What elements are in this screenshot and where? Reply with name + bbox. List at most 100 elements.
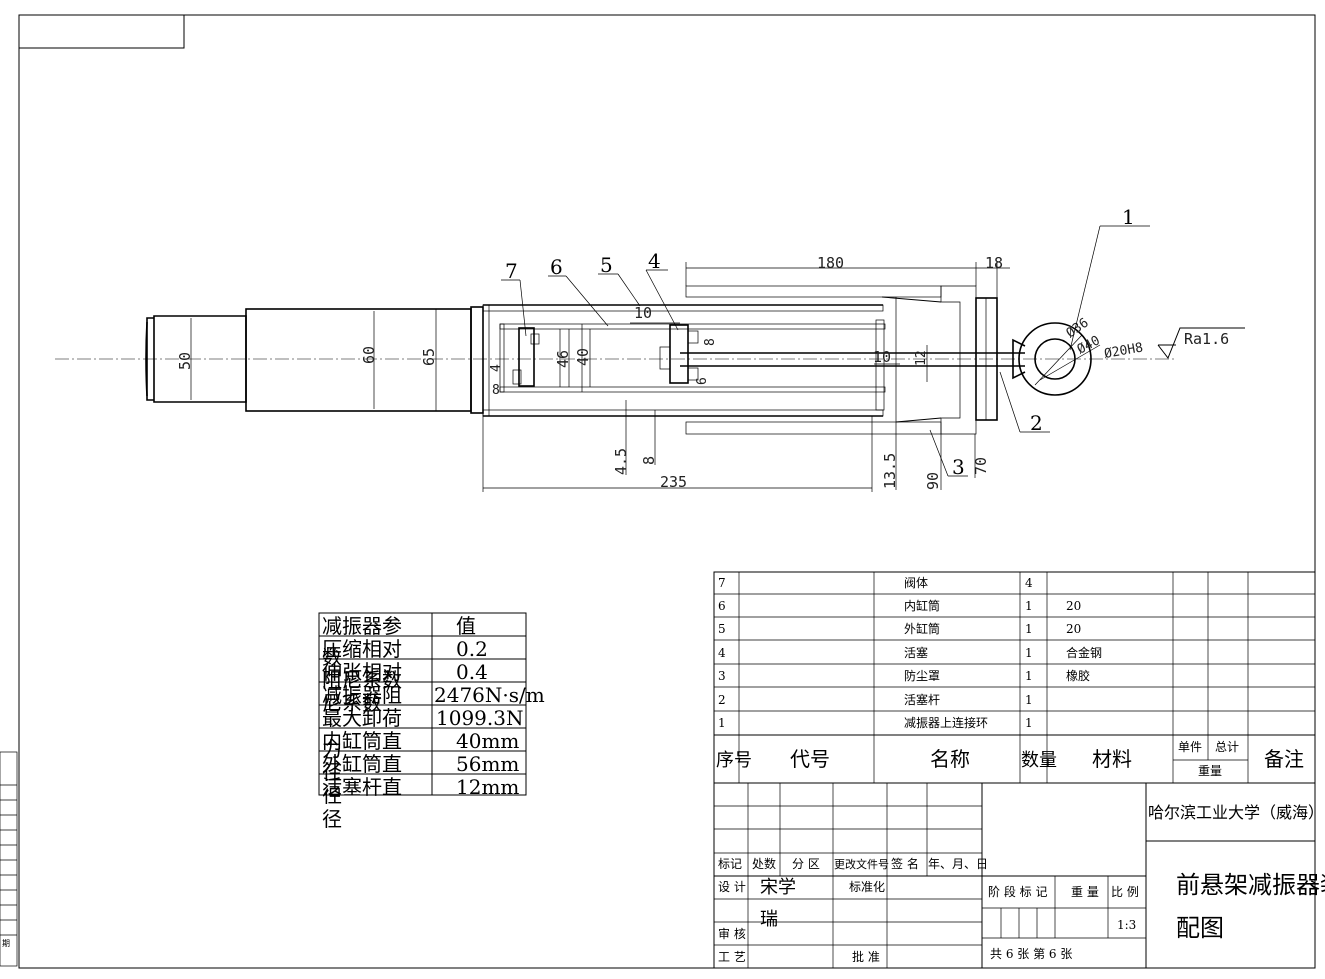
param-value-2: 2476N·s/m (434, 683, 545, 707)
bom-name-3: 活塞 (904, 645, 928, 660)
dim-10b: 10 (873, 348, 891, 366)
tb-design: 设 计 (718, 880, 746, 894)
bom-no-2: 5 (718, 622, 726, 636)
tb-sheets: 共 6 张 第 6 张 (990, 947, 1072, 961)
param-overflow-5: 径 (322, 783, 342, 807)
left-mount (145, 306, 484, 414)
part-labels: 1 2 3 4 5 6 7 (505, 205, 1135, 479)
dim-dia40: Ø40 (1075, 333, 1103, 357)
label-6: 6 (550, 255, 563, 279)
dim-4-5: 4.5 (612, 448, 630, 475)
tb-docno: 更改文件号 (834, 857, 889, 871)
dim-8b: 8 (492, 383, 500, 398)
dim-90: 90 (924, 472, 942, 490)
dust-cover (685, 285, 977, 435)
bom-header-weight: 重量 (1198, 764, 1222, 778)
bom-name-2: 外缸筒 (904, 621, 940, 636)
tb-school: 哈尔滨工业大学（威海） (1148, 803, 1324, 822)
sheet-border (18, 14, 1316, 969)
tb-std: 标准化 (849, 880, 885, 894)
bom-no-6: 1 (718, 716, 726, 730)
left-strip: 期 (0, 751, 18, 967)
outer-cylinder (482, 304, 884, 417)
dim-50: 50 (176, 352, 194, 370)
bom-name-1: 内缸筒 (904, 598, 940, 613)
title-block: 标记 处数 分 区 更改文件号 签 名 年、月、日 设 计 宋学 瑞 标准化 审… (713, 782, 1325, 969)
dimension-lines (482, 262, 1010, 492)
tb-designer-2: 瑞 (760, 909, 778, 930)
bom-header-no: 序号 (716, 750, 752, 771)
dim-dia20: Ø20H8 (1103, 340, 1144, 362)
left-strip-text: 期 (2, 939, 10, 948)
param-name-5: 外缸筒直 (322, 752, 402, 776)
bom-qty-2: 1 (1025, 622, 1033, 636)
param-name-0: 压缩相对 (322, 637, 402, 661)
param-overflow-0: 数 (322, 645, 342, 669)
param-header-name: 减振器参 (322, 614, 402, 638)
tb-approve: 批 准 (852, 949, 880, 964)
dim-18: 18 (985, 254, 1003, 272)
bom-mat-4: 橡胶 (1066, 668, 1090, 683)
bom-header-code: 代号 (790, 747, 830, 771)
bom-name-6: 减振器上连接环 (904, 715, 988, 730)
corner-box (18, 14, 185, 49)
tb-scale-label: 比 例 (1111, 885, 1139, 899)
bom-qty-1: 1 (1025, 599, 1033, 613)
dim-180: 180 (817, 254, 844, 272)
bom-header-unit: 单件 (1178, 740, 1202, 754)
bom-header-material: 材料 (1092, 747, 1132, 771)
piston-rod (680, 352, 1025, 367)
param-value-6: 12mm (456, 775, 519, 799)
param-value-0: 0.2 (456, 637, 488, 661)
param-overflow-2: 尼系数 (322, 691, 382, 715)
tb-title-2: 配图 (1176, 914, 1224, 942)
param-table: 减振器参 值 压缩相对 0.2 伸张相对 0.4 减振器阻 2476N·s/m … (318, 612, 545, 831)
bom-no-0: 7 (718, 576, 726, 590)
dim-8c: 8 (703, 338, 718, 346)
label-7: 7 (505, 259, 518, 283)
bom-header-total: 总计 (1215, 740, 1239, 754)
bom-header-name: 名称 (930, 747, 970, 771)
tb-weight: 重 量 (1071, 885, 1099, 899)
tb-date: 年、月、日 (928, 857, 988, 871)
bom-no-4: 3 (718, 669, 726, 683)
param-name-2: 减振器阻 (322, 683, 402, 707)
bom-qty-3: 1 (1025, 646, 1033, 660)
dim-46: 46 (554, 350, 572, 368)
param-name-4: 内缸筒直 (322, 729, 402, 753)
bom-no-5: 2 (718, 693, 726, 707)
param-name-1: 伸张相对 (322, 660, 402, 684)
dim-60: 60 (360, 346, 378, 364)
param-name-3: 最大卸荷 (322, 706, 402, 730)
dim-65: 65 (420, 348, 438, 366)
roughness-symbol: Ra1.6 (1157, 327, 1245, 360)
bom-name-4: 防尘罩 (904, 668, 940, 683)
dimension-texts: 180 18 235 10 10 50 60 65 46 40 4.5 8 13… (176, 254, 1144, 491)
end-plate (975, 297, 998, 421)
tb-stage: 阶 段 标 记 (988, 884, 1047, 899)
dim-12: 12 (914, 350, 929, 366)
connecting-ring (1012, 322, 1101, 396)
tb-mark: 标记 (718, 857, 742, 871)
dim-10a: 10 (634, 304, 652, 322)
param-overflow-4: 径 (322, 760, 342, 784)
tb-designer: 宋学 (760, 877, 796, 898)
label-4: 4 (648, 249, 661, 273)
bom-table: 7 阀体 4 6 内缸筒 1 20 5 外缸筒 1 20 4 活塞 1 合金钢 … (713, 571, 1316, 784)
bom-no-3: 4 (718, 646, 726, 660)
bom-header-qty: 数量 (1021, 750, 1057, 771)
part-leaders (501, 225, 1150, 477)
param-overflow-3: 力 (322, 737, 342, 761)
dim-4: 4 (489, 364, 504, 372)
param-value-1: 0.4 (456, 660, 488, 684)
label-1: 1 (1122, 205, 1135, 229)
param-overflow-6: 径 (322, 807, 342, 831)
bom-name-0: 阀体 (904, 576, 928, 590)
tb-zone: 分 区 (792, 857, 820, 871)
dim-13-5: 13.5 (881, 453, 899, 489)
bom-no-1: 6 (718, 599, 726, 613)
param-value-4: 40mm (456, 729, 519, 753)
label-2: 2 (1030, 411, 1043, 435)
